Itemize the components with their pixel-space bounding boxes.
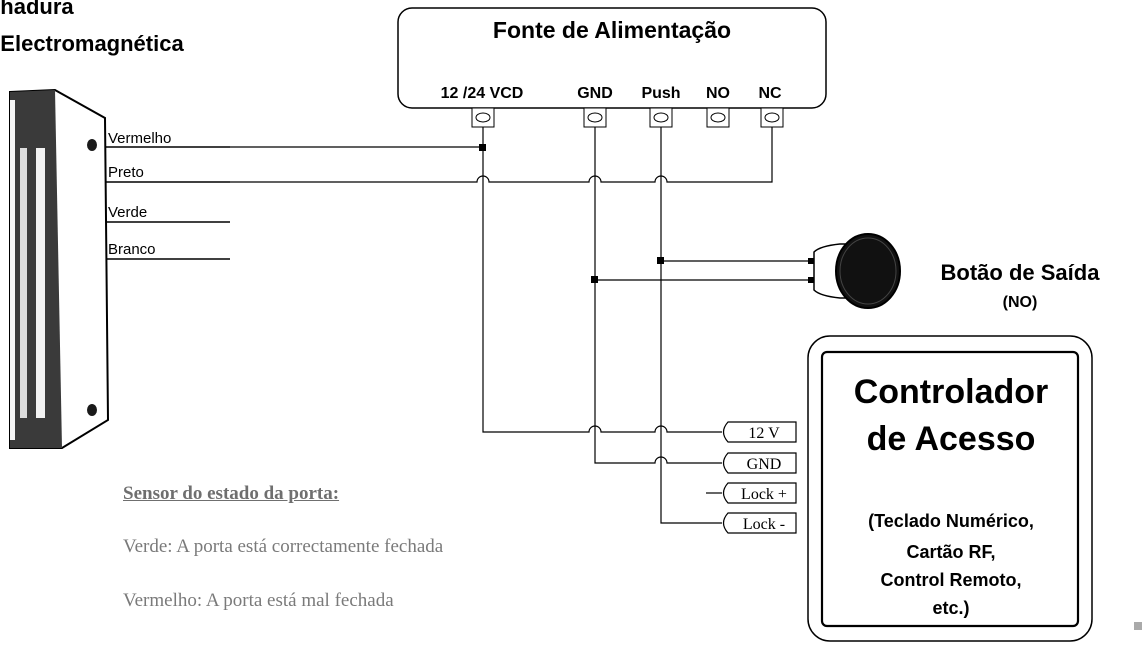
controller-note-line1: (Teclado Numérico, xyxy=(868,511,1034,531)
sensor-green-note: Verde: A porta está correctamente fechad… xyxy=(123,536,444,557)
terminal-label-no: NO xyxy=(706,85,730,102)
controller-note-line4: etc.) xyxy=(932,598,969,618)
junction-push xyxy=(657,257,664,264)
sensor-red-note: Vermelho: A porta está mal fechada xyxy=(123,590,394,611)
terminal-vcd xyxy=(471,107,495,128)
wire-label-vermelho: Vermelho xyxy=(108,130,171,147)
exit-button-cap xyxy=(835,233,901,309)
exit-button-highlight xyxy=(839,237,897,305)
wire-label-branco: Branco xyxy=(108,241,156,258)
wiring xyxy=(230,127,812,524)
controller-input-gnd: GND xyxy=(722,452,797,474)
svg-text:Lock +: Lock + xyxy=(741,486,787,503)
terminal-push xyxy=(649,107,673,128)
wire-12v xyxy=(482,151,722,433)
exit-button-terminal-bottom xyxy=(808,277,814,283)
exit-button-terminal-top xyxy=(808,258,814,264)
sensor-title: Sensor do estado da porta: xyxy=(123,483,340,504)
controller-input-12v: 12 V xyxy=(722,421,797,443)
junction-gnd xyxy=(591,276,598,283)
svg-text:Lock -: Lock - xyxy=(743,516,785,533)
power-supply-box xyxy=(397,7,827,109)
access-controller: Controlador de Acesso (Teclado Numérico,… xyxy=(722,335,1093,642)
controller-title-line1: Controlador xyxy=(854,373,1049,411)
corner-mark xyxy=(1134,622,1142,630)
lock-slot-right xyxy=(36,148,45,418)
wire-label-verde: Verde xyxy=(108,204,147,221)
svg-text:GND: GND xyxy=(747,456,782,473)
svg-text:12 V: 12 V xyxy=(748,425,780,442)
terminal-label-push: Push xyxy=(641,85,680,102)
lock-wires: Vermelho Preto Verde Branco xyxy=(106,130,230,260)
lock-edge xyxy=(10,100,15,440)
exit-button-label: Botão de Saída xyxy=(941,260,1101,285)
power-supply-title: Fonte de Alimentação xyxy=(493,17,731,43)
controller-input-lock-plus: Lock + xyxy=(722,482,797,504)
lock-screw-bottom xyxy=(87,404,97,416)
lock-slot-left xyxy=(20,148,27,418)
controller-input-lock-minus: Lock - xyxy=(722,512,797,534)
controller-title-line2: de Acesso xyxy=(867,420,1036,458)
terminal-nc xyxy=(760,107,784,128)
lock-screw-top xyxy=(87,139,97,151)
wire-black xyxy=(230,127,773,183)
junction-vcd xyxy=(479,144,486,151)
wire-red xyxy=(230,127,484,148)
controller-inner-box xyxy=(820,350,1080,628)
terminal-label-gnd: GND xyxy=(577,85,613,102)
wire-gnd xyxy=(594,127,722,464)
terminal-label-nc: NC xyxy=(758,85,782,102)
controller-note-line2: Cartão RF, xyxy=(906,542,995,562)
terminal-gnd xyxy=(583,107,607,128)
wire-label-preto: Preto xyxy=(108,164,144,181)
power-supply: Fonte de Alimentação 12 /24 VCD GND Push… xyxy=(397,7,827,128)
lock-title-line2: Electromagnética xyxy=(0,31,184,56)
electromagnetic-lock: Fechadura Electromagnética xyxy=(0,0,184,449)
terminal-label-vcd: 12 /24 VCD xyxy=(441,85,524,102)
controller-note-line3: Control Remoto, xyxy=(881,570,1022,590)
exit-button: Botão de Saída (NO) xyxy=(808,233,1101,311)
terminal-no xyxy=(706,107,730,128)
lock-title-line1: Fechadura xyxy=(0,0,74,19)
exit-button-sublabel: (NO) xyxy=(1003,294,1038,311)
